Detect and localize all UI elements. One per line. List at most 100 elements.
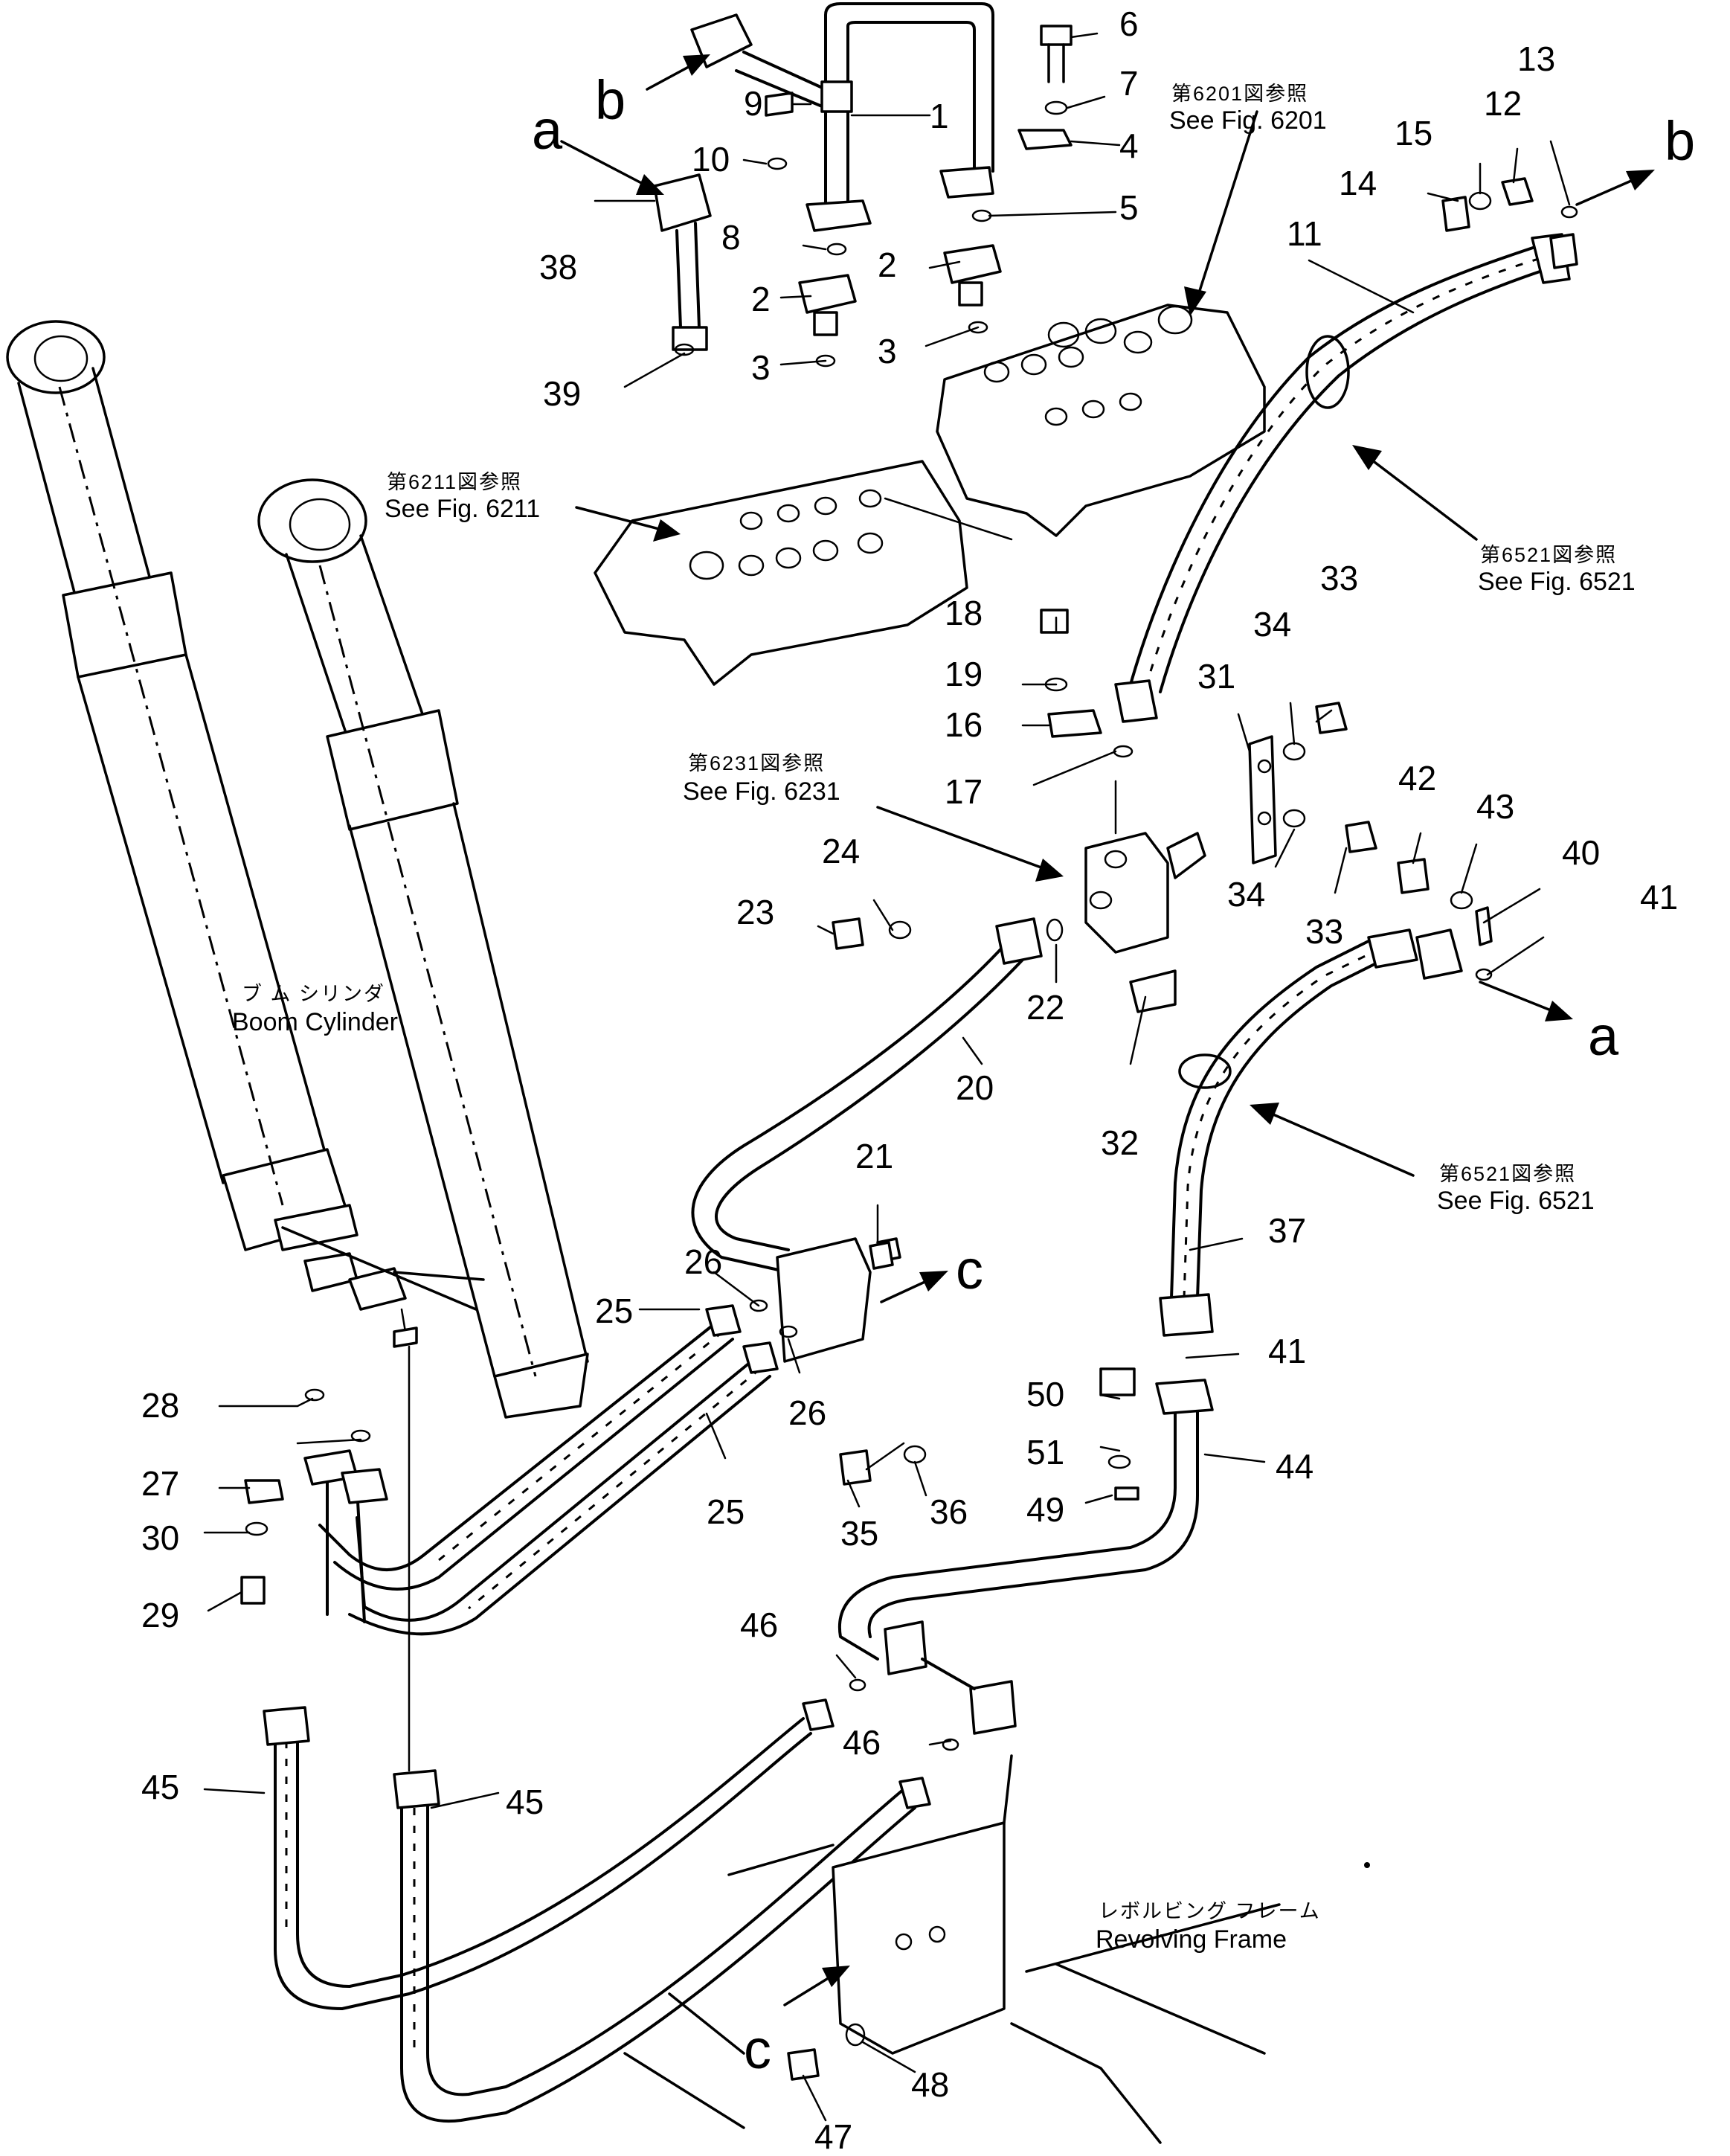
ref-6521-mid-en: See Fig. 6521 [1437,1187,1595,1215]
callout-30: 30 [141,1518,179,1557]
control-valve-6211 [594,460,968,686]
boom-cylinder-right [257,478,589,1419]
ref-6211-en: See Fig. 6211 [385,495,540,523]
cylinder-fitting-block [274,1204,485,1348]
callout-41: 41 [1640,878,1678,917]
callout-43: 43 [1476,787,1514,826]
callout-48: 48 [911,2065,949,2104]
callout-34b: 34 [1227,875,1265,914]
callout-22: 22 [1026,988,1064,1027]
callout-10: 10 [692,140,730,179]
callout-21: 21 [855,1137,893,1175]
callout-31: 31 [1197,657,1235,696]
callout-46b: 46 [843,1723,881,1762]
callout-27: 27 [141,1464,179,1503]
callout-40: 40 [1562,833,1600,872]
callout-29: 29 [141,1596,179,1634]
boom-cylinder-en: Boom Cylinder [232,1008,398,1036]
callout-41b: 41 [1268,1332,1306,1370]
pipe-44 [837,1379,1214,1735]
callout-26b: 26 [788,1393,826,1432]
callout-39: 39 [543,374,581,413]
callout-2: 2 [751,280,771,318]
callout-49: 49 [1026,1490,1064,1529]
ref-6231-en: See Fig. 6231 [683,777,840,806]
callout-23: 23 [736,893,774,931]
ref-6211-jp: 第6211図参照 [387,471,522,493]
callout-38: 38 [539,248,577,286]
connection-b-left: b [595,69,626,131]
callout-3: 3 [751,348,771,387]
hose-11 [1114,233,1578,723]
ref-6201-en: See Fig. 6201 [1169,106,1327,135]
callout-32: 32 [1101,1123,1139,1162]
callout-8: 8 [721,218,741,257]
connection-letter-labels: a a b b c c [532,69,1695,2080]
callout-37: 37 [1268,1211,1306,1250]
callout-26: 26 [684,1242,722,1281]
callout-11: 11 [1287,214,1322,253]
leader-lines [203,32,1571,2122]
callout-35: 35 [840,1514,878,1553]
callout-18: 18 [945,594,983,632]
callout-28: 28 [141,1386,179,1425]
hoses-25 [303,1304,779,1636]
callout-47: 47 [814,2117,852,2156]
connection-a-right: a [1588,1005,1619,1067]
callout-45: 45 [141,1768,179,1806]
reference-arrows [575,110,1478,1177]
callout-17: 17 [945,772,983,811]
callout-50: 50 [1026,1375,1064,1414]
control-valve-6201 [936,304,1266,537]
callout-3b: 3 [878,332,897,370]
callout-33b: 33 [1305,912,1343,951]
callout-5: 5 [1119,188,1139,227]
ref-6521-top-en: See Fig. 6521 [1478,568,1636,596]
ref-6201-jp: 第6201図参照 [1171,83,1308,105]
callout-25: 25 [595,1292,633,1330]
revolving-frame-jp: レボルビング フレーム [1099,1900,1321,1922]
callout-16: 16 [945,705,983,744]
callout-51: 51 [1026,1433,1064,1472]
callout-24: 24 [822,832,860,870]
connection-c-mid: c [956,1239,983,1300]
connection-b-right: b [1665,110,1695,172]
ref-6231-jp: 第6231図参照 [688,752,825,774]
fasteners [240,25,1578,2081]
ref-6521-mid-jp: 第6521図参照 [1439,1163,1576,1185]
callout-25b: 25 [707,1492,745,1531]
callout-4: 4 [1119,126,1139,165]
ref-6521-top-jp: 第6521図参照 [1480,544,1617,566]
split-flanges-top [798,166,1002,336]
callout-2b: 2 [878,246,897,284]
pipe-1 [690,2,994,232]
reference-labels: 第6201図参照 See Fig. 6201 第6211図参照 See Fig.… [385,83,1636,1215]
connection-c-frame: c [744,2018,771,2080]
callout-14: 14 [1339,164,1377,202]
connection-arrows [560,54,1655,2006]
stray-dot [1364,1862,1370,1868]
callout-12: 12 [1484,84,1522,123]
boom-cylinder-jp: ブ ム シリンダ [242,983,385,1005]
callout-42: 42 [1398,759,1436,798]
callout-1: 1 [930,97,949,135]
component-labels: ブ ム シリンダ Boom Cylinder レボルビング フレーム Revol… [232,983,1321,1954]
callout-45b: 45 [506,1783,544,1821]
valve-6231 [1084,780,1206,954]
boom-cylinder-left [6,320,351,1251]
callout-6: 6 [1119,4,1139,43]
hose-37 [1159,928,1463,1337]
callout-20: 20 [956,1068,994,1107]
bracket-31 [1248,735,1277,864]
callout-36: 36 [930,1492,968,1531]
revolving-frame [623,1754,1281,2144]
callout-numbers: 1 2 2 3 3 4 5 6 7 8 9 10 11 12 13 14 15 … [141,4,1678,2156]
bracket-32 [1129,969,1177,1013]
callout-19: 19 [945,655,983,693]
pipe-20 [691,917,1043,1274]
callout-13: 13 [1517,39,1555,78]
callout-46: 46 [740,1605,778,1644]
callout-44: 44 [1276,1447,1313,1486]
hoses-45 [263,1345,931,2123]
